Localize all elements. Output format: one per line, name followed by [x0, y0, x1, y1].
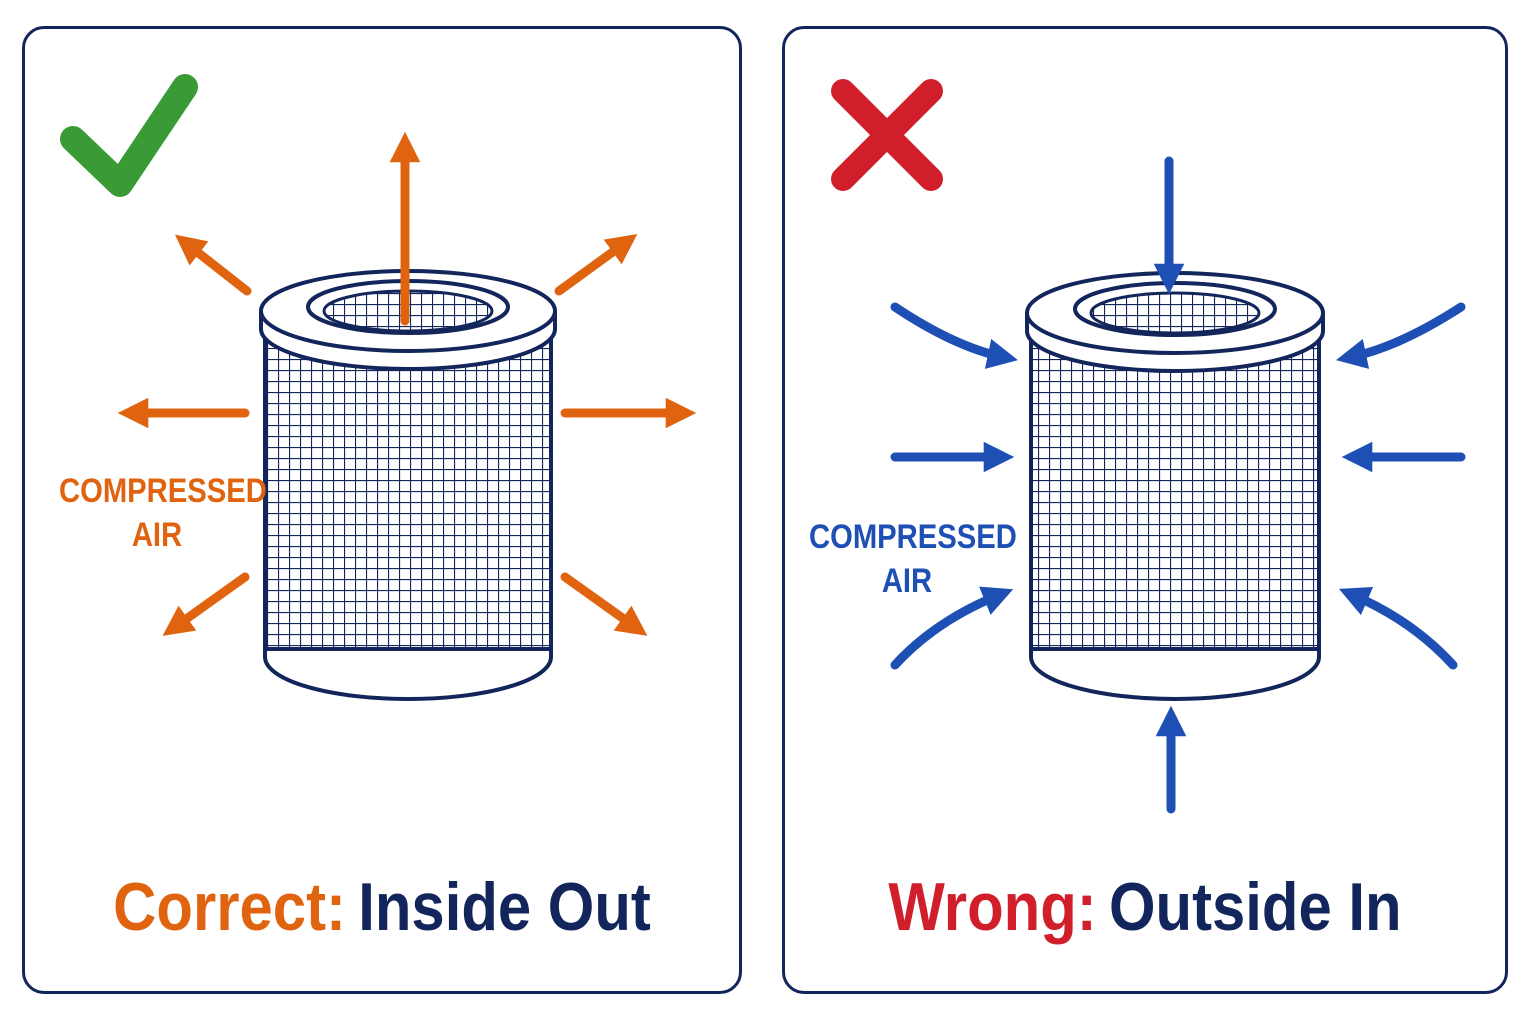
arrow-lower-right	[1338, 587, 1458, 670]
arrow-lower-left	[162, 572, 250, 636]
filter-cartridge	[259, 269, 557, 701]
arrow-lower-left	[890, 586, 1014, 670]
cross-icon	[831, 79, 943, 191]
correct-caption: Correct:Inside Out	[68, 867, 696, 947]
compressed-air-label: COMPRESSED AIR	[808, 515, 1017, 603]
compressed-air-label: COMPRESSED AIR	[58, 469, 267, 557]
caption-highlight: Wrong:	[888, 869, 1097, 945]
caption-rest: Inside Out	[358, 869, 651, 945]
checkmark-icon	[60, 74, 198, 197]
caption-highlight: Correct:	[113, 869, 346, 945]
label-line2: AIR	[131, 516, 183, 554]
wrong-panel: COMPRESSED AIR Wrong:Outside In	[782, 26, 1508, 994]
label-line1: COMPRESSED	[58, 472, 267, 510]
wrong-illustration	[831, 79, 1466, 814]
arrow-upper-right	[554, 234, 638, 296]
correct-panel: COMPRESSED AIR Correct:Inside Out	[22, 26, 742, 994]
label-line2: AIR	[881, 562, 933, 600]
label-line1: COMPRESSED	[808, 518, 1017, 556]
arrow-upper-left	[174, 234, 252, 296]
arrow-lower-right	[560, 572, 648, 636]
caption-rest: Outside In	[1109, 869, 1402, 945]
wrong-caption: Wrong:Outside In	[828, 867, 1462, 947]
inward-arrows	[890, 156, 1466, 814]
filter-cartridge	[1025, 271, 1325, 701]
arrow-upper-left	[890, 302, 1018, 369]
correct-illustration	[60, 74, 697, 701]
outward-arrows	[117, 131, 697, 636]
arrow-upper-right	[1336, 302, 1466, 369]
